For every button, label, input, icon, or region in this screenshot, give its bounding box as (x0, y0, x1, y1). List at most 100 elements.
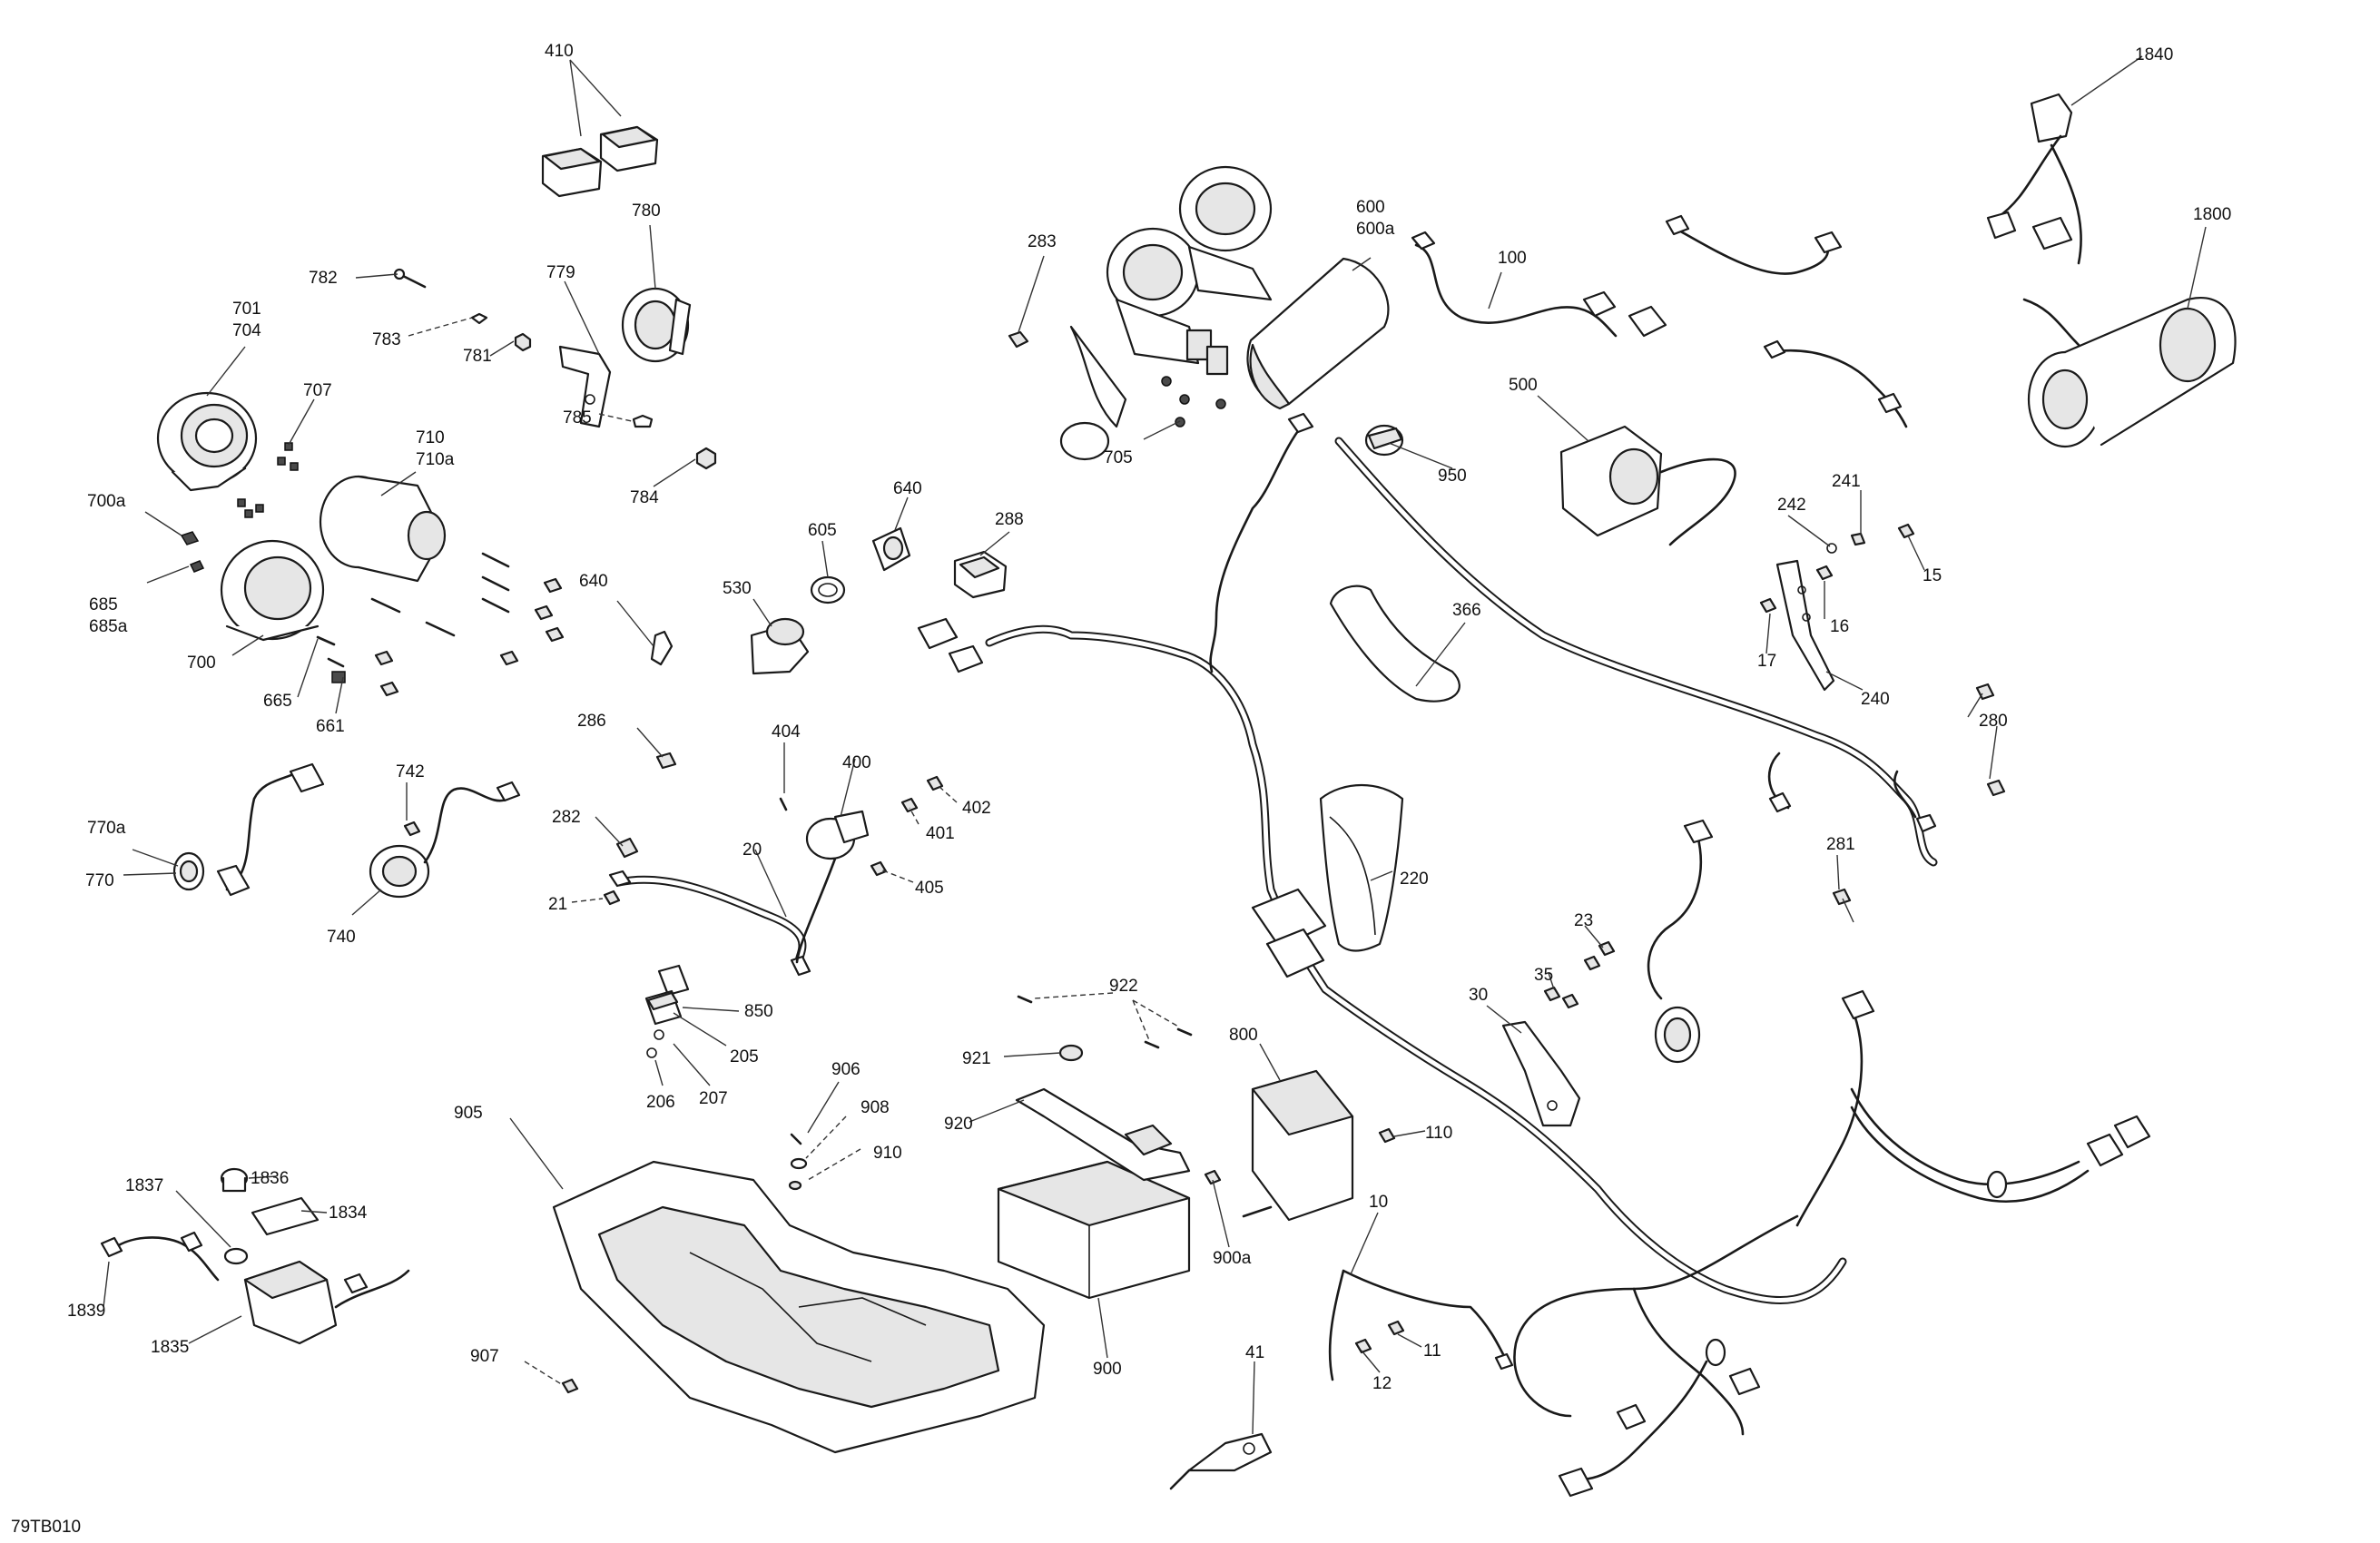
fuse-block-850 (644, 964, 690, 1058)
main-harness (917, 617, 1847, 1304)
bolts-922 (1017, 995, 1273, 1218)
switch-530 (750, 617, 810, 675)
handle-1835 (243, 1260, 410, 1345)
label-700: 700 (187, 654, 216, 673)
screws-705 (1161, 376, 1226, 428)
label-685: 685 (89, 595, 118, 614)
label-402: 402 (962, 799, 991, 818)
horn-780-illustration (621, 287, 692, 363)
label-1837: 1837 (125, 1176, 163, 1195)
label-12: 12 (1372, 1374, 1392, 1393)
hose-366 (1329, 585, 1460, 703)
label-783: 783 (372, 330, 401, 349)
lamp-710-illustration (319, 475, 447, 583)
connector-640-right (871, 526, 911, 572)
label-410: 410 (545, 42, 574, 61)
leader-lines (103, 55, 2207, 1435)
connector-288 (953, 550, 1008, 599)
label-205: 205 (730, 1047, 759, 1066)
label-280: 280 (1979, 712, 2008, 731)
harness-small-top (1665, 214, 1908, 428)
label-908: 908 (861, 1098, 890, 1117)
harness-1440 (1209, 412, 1314, 673)
label-740: 740 (327, 928, 356, 947)
label-800: 800 (1229, 1026, 1258, 1045)
label-910: 910 (873, 1144, 902, 1163)
label-500: 500 (1509, 376, 1538, 395)
label-220: 220 (1400, 870, 1429, 889)
harness-1840 (1986, 93, 2082, 265)
label-404: 404 (772, 722, 801, 742)
cap-1836 (220, 1167, 249, 1193)
label-1836: 1836 (251, 1169, 289, 1188)
label-242: 242 (1777, 496, 1806, 515)
hardware-906-910 (561, 1133, 808, 1394)
label-206: 206 (646, 1093, 675, 1112)
solenoid-400 (779, 775, 944, 964)
label-282: 282 (552, 808, 581, 827)
module-800 (1251, 1069, 1396, 1222)
harness-right (1334, 437, 1938, 867)
label-900a: 900a (1213, 1249, 1252, 1268)
label-283: 283 (1028, 232, 1057, 251)
label-921: 921 (962, 1049, 991, 1068)
label-15: 15 (1923, 566, 1942, 585)
label-288: 288 (995, 510, 1024, 529)
label-640-left: 640 (579, 572, 608, 591)
figure-code: 79TB010 (11, 1518, 81, 1537)
label-17: 17 (1757, 652, 1776, 671)
label-600a: 600a (1356, 220, 1395, 239)
parts-700a-685 (180, 531, 346, 683)
label-701: 701 (232, 300, 261, 319)
harness-accessory (1647, 819, 1714, 1064)
label-710: 710 (416, 428, 445, 447)
label-1835: 1835 (151, 1338, 189, 1357)
label-780: 780 (632, 201, 661, 221)
label-707: 707 (303, 381, 332, 400)
throttle-bodies (1059, 165, 1273, 461)
headlamp-701-illustration (156, 391, 258, 492)
bracket-779-illustration (558, 345, 612, 428)
battery-900 (997, 1160, 1191, 1300)
callout-labels: 410 780 779 782 783 781 785 784 701 704 … (11, 42, 2231, 1537)
label-782: 782 (309, 269, 338, 288)
label-400: 400 (842, 753, 871, 772)
bolts-near-710 (370, 552, 565, 697)
cable-10 (1328, 1269, 1514, 1381)
bracket-30 (1501, 940, 1616, 1127)
label-605: 605 (808, 521, 837, 540)
cable-41 (1169, 1432, 1273, 1490)
washer-1837 (223, 1247, 249, 1265)
label-906: 906 (831, 1060, 861, 1079)
label-35: 35 (1534, 966, 1553, 985)
label-405: 405 (915, 879, 944, 898)
label-1840: 1840 (2135, 45, 2173, 64)
label-704: 704 (232, 321, 261, 340)
tray-905 (552, 1160, 1046, 1454)
label-784: 784 (630, 488, 659, 507)
label-850: 850 (744, 1002, 773, 1021)
label-770a: 770a (87, 819, 126, 838)
bracket-240 (1759, 523, 1915, 692)
label-900: 900 (1093, 1360, 1122, 1379)
label-781: 781 (463, 347, 492, 366)
bracket-920 (1015, 1087, 1191, 1182)
label-770: 770 (85, 871, 114, 890)
label-366: 366 (1452, 601, 1481, 620)
label-100: 100 (1498, 249, 1527, 268)
label-281: 281 (1826, 835, 1855, 854)
label-665: 665 (263, 692, 292, 711)
label-1800: 1800 (2193, 205, 2231, 224)
label-21: 21 (548, 895, 567, 914)
label-685a: 685a (89, 617, 128, 636)
ring-605 (810, 575, 846, 604)
harness-1839 (100, 1231, 220, 1282)
label-1834: 1834 (329, 1204, 368, 1223)
filter-600 (1246, 257, 1390, 410)
small-hardware-78x (393, 268, 717, 470)
label-661: 661 (316, 717, 345, 736)
label-907: 907 (470, 1347, 499, 1366)
relay-410-illustration (541, 125, 659, 198)
lamp-700-illustration (220, 539, 325, 642)
label-705: 705 (1104, 448, 1133, 467)
